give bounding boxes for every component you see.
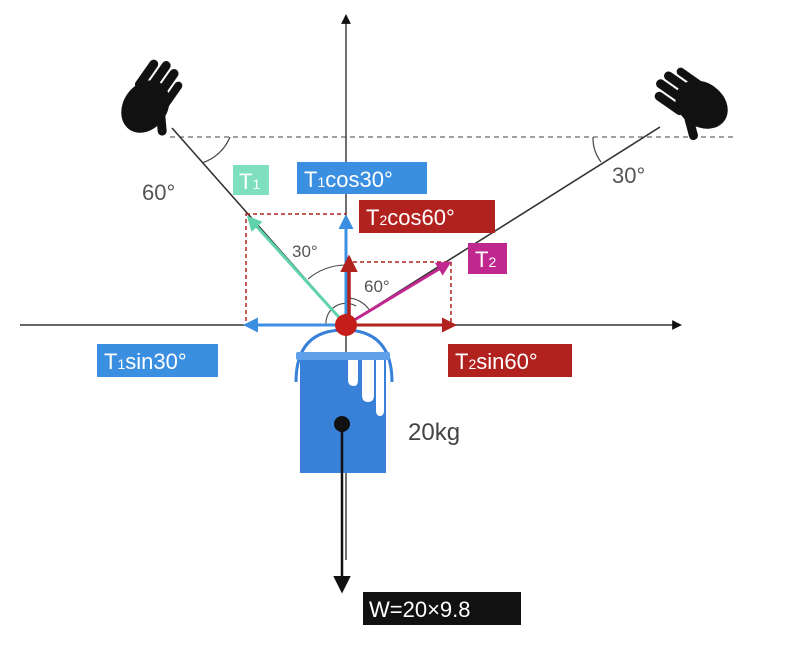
- svg-text:T1sin30°: T1sin30°: [104, 349, 187, 374]
- t1-inner-angle-label: 30°: [292, 242, 318, 261]
- weight-label: W=20×9.8: [363, 592, 521, 625]
- t2sin60-label: T2sin60°: [448, 344, 572, 377]
- center-of-mass-dot: [334, 416, 350, 432]
- t1sin30-label: T1sin30°: [97, 344, 218, 377]
- t2-inner-angle-arc: [325, 302, 357, 326]
- svg-text:W=20×9.8: W=20×9.8: [369, 597, 471, 622]
- t1-vector: [246, 215, 348, 327]
- svg-text:T1: T1: [239, 169, 260, 194]
- t1cos30-label: T1cos30°: [297, 162, 427, 194]
- t1-inner-angle-arc: [307, 264, 347, 280]
- t2-label: T2: [468, 243, 507, 274]
- mass-label: 20kg: [408, 419, 460, 446]
- bucket-icon: [294, 328, 394, 473]
- t2-inner-angle-label: 60°: [364, 277, 390, 296]
- svg-text:T2sin60°: T2sin60°: [455, 349, 538, 374]
- svg-text:T2cos60°: T2cos60°: [366, 205, 455, 230]
- t1-label: T1: [233, 165, 269, 195]
- hand-left-icon: [121, 59, 183, 136]
- origin-dot: [335, 314, 357, 336]
- hand-right-icon: [654, 67, 728, 141]
- svg-text:T2: T2: [475, 247, 496, 272]
- t2-vector: [345, 261, 452, 327]
- svg-text:T1cos30°: T1cos30°: [304, 167, 393, 192]
- left-angle-arc: [201, 136, 231, 164]
- right-angle-arc: [592, 136, 602, 163]
- t2cos60-label: T2cos60°: [359, 200, 495, 233]
- right-rope-angle-label: 30°: [612, 163, 645, 188]
- left-rope-angle-label: 60°: [142, 180, 175, 205]
